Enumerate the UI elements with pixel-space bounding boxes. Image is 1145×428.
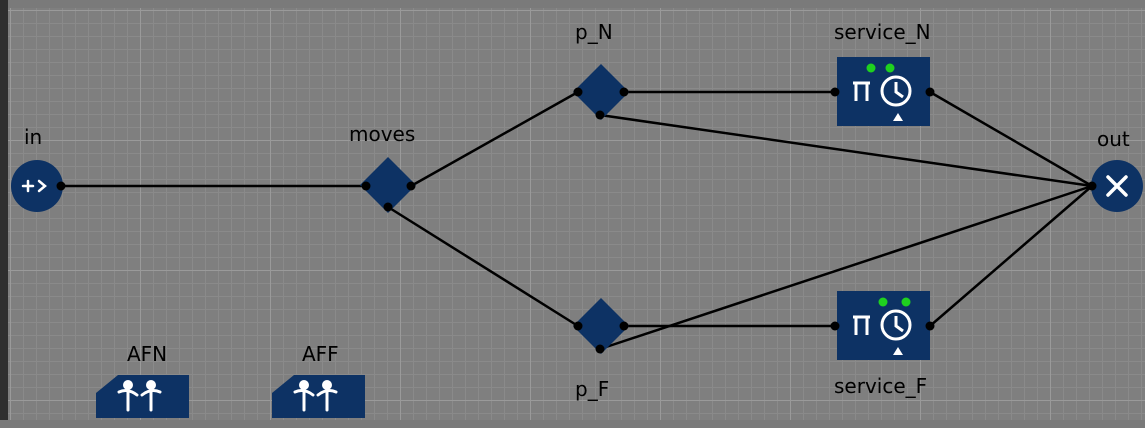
resource-pool-aff[interactable] — [272, 375, 365, 418]
select-output-p-n[interactable] — [573, 64, 629, 120]
canvas-bottom-edge — [0, 420, 1145, 428]
label-p-n: p_N — [575, 20, 613, 44]
connector-moves-pF[interactable] — [387, 205, 579, 328]
port-dot — [925, 87, 935, 97]
label-in: in — [24, 125, 43, 149]
connector-pF-out[interactable] — [599, 184, 1093, 351]
label-afn: AFN — [127, 342, 168, 366]
status-indicator — [901, 297, 911, 307]
port-dot — [1087, 181, 1097, 191]
port-dot — [595, 110, 605, 120]
select-output-p-f[interactable] — [573, 298, 629, 354]
service-block-service-f[interactable] — [830, 291, 935, 360]
port-dot — [830, 321, 840, 331]
port-dot — [573, 87, 583, 97]
source-icon — [21, 179, 47, 193]
resource-pool-afn[interactable] — [96, 375, 189, 418]
port-dot — [406, 181, 416, 191]
label-service-f: service_F — [834, 374, 928, 398]
port-dot — [925, 321, 935, 331]
label-service-n: service_N — [834, 20, 931, 44]
service-icon — [853, 309, 912, 341]
sink-icon — [1106, 175, 1128, 197]
label-moves: moves — [349, 122, 416, 146]
connector-moves-pN[interactable] — [410, 90, 579, 188]
status-indicator — [866, 63, 876, 73]
port-dot — [619, 87, 629, 97]
select-output-moves[interactable] — [360, 157, 416, 213]
label-p-f: p_F — [575, 377, 610, 401]
port-dot — [361, 181, 371, 191]
port-dot — [595, 344, 605, 354]
status-indicator — [885, 63, 895, 73]
resource-pool-icon — [117, 380, 162, 412]
connector-pN-out[interactable] — [599, 113, 1093, 188]
resource-pool-icon — [293, 380, 338, 412]
port-dot — [619, 321, 629, 331]
canvas-left-edge — [0, 0, 8, 428]
port-dot — [573, 321, 583, 331]
canvas-top-edge — [0, 0, 1145, 8]
sink-block-out[interactable] — [1087, 160, 1144, 212]
connector-serviceN-out[interactable] — [929, 90, 1093, 188]
port-dot — [383, 202, 393, 212]
label-out: out — [1097, 127, 1130, 151]
source-block-in[interactable] — [11, 160, 66, 212]
service-icon — [853, 75, 912, 107]
label-aff: AFF — [302, 342, 339, 366]
port-dot — [56, 181, 66, 191]
status-indicator — [878, 297, 888, 307]
connector-serviceF-out[interactable] — [929, 185, 1093, 327]
port-dot — [830, 87, 840, 97]
service-block-service-n[interactable] — [830, 57, 935, 126]
